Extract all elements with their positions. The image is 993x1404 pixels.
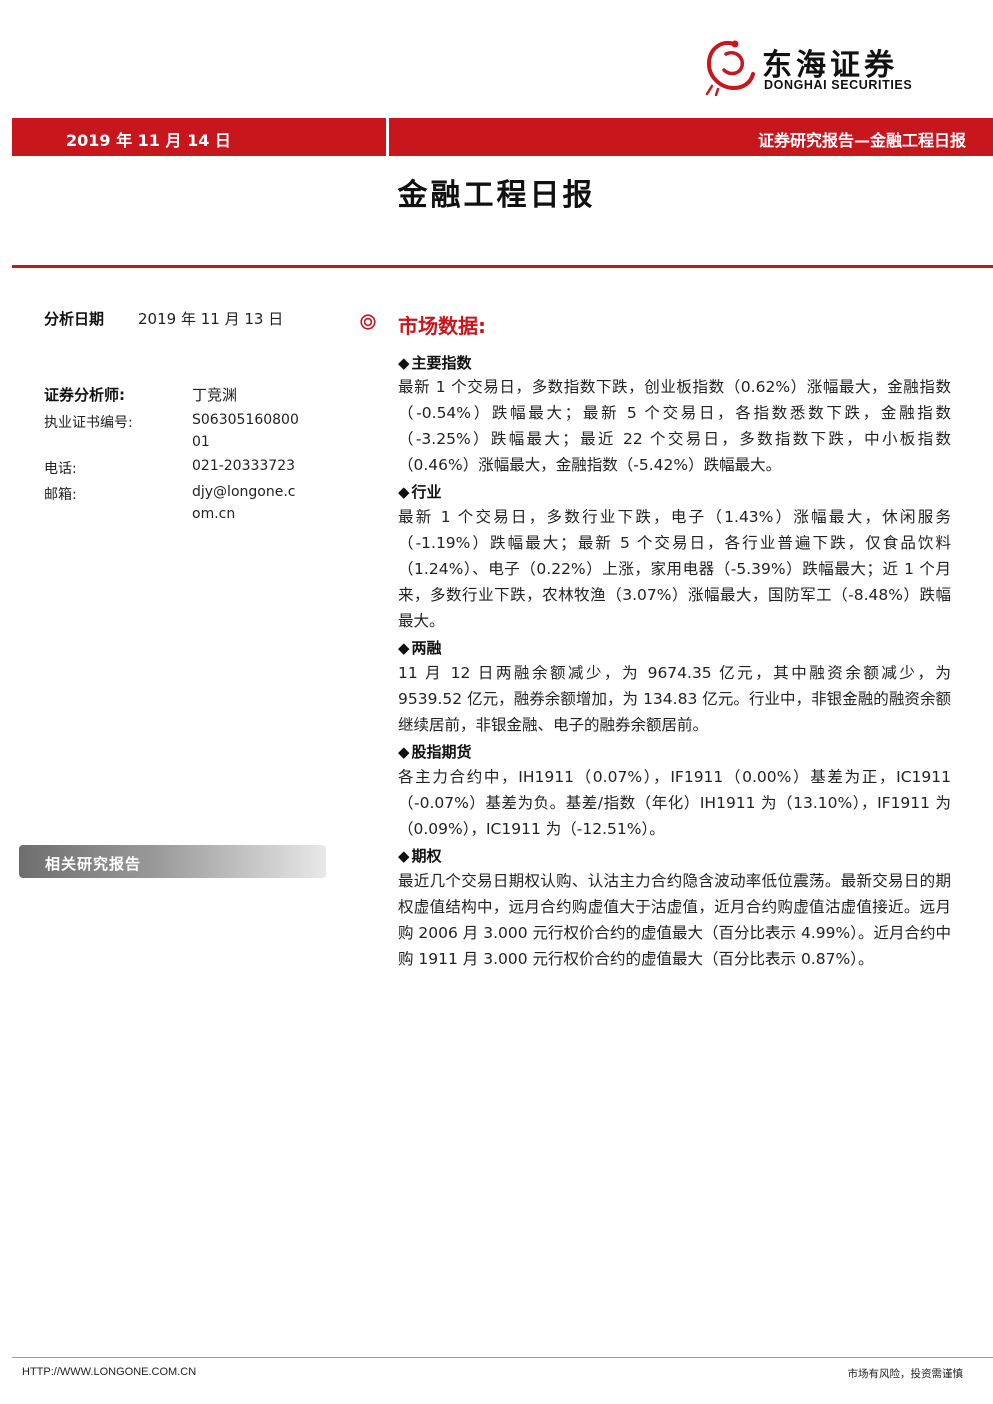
analyst-label: 证券分析师: (44, 386, 125, 404)
diamond-bullet-icon: ◆ (398, 483, 410, 501)
subsection-text: 最新 1 个交易日，多数指数下跌，创业板指数（0.62%）涨幅最大，金融指数（-… (398, 378, 951, 474)
subsection-title: 股指期货 (411, 743, 472, 761)
subsection-text: 最近几个交易日期权认购、认沽主力合约隐含波动率低位震荡。最新交易日的期权虚值结构… (398, 872, 951, 968)
phone-label: 电话: (44, 461, 77, 477)
subsection-text: 11 月 12 日两融余额减少，为 9674.35 亿元，其中融资余额减少，为 … (398, 664, 951, 734)
subsection-heading: ◆行业 (398, 481, 442, 502)
banner-type-block: 证券研究报告—金融工程日报 (386, 118, 993, 156)
subsection-heading: ◆股指期货 (398, 741, 472, 762)
logo-english-name: DONGHAI SECURITIES (764, 78, 913, 92)
license-number-line2: 01 (192, 434, 210, 450)
email-line1[interactable]: djy@longone.c (192, 484, 296, 500)
phone-value: 021-20333723 (192, 458, 296, 474)
analysis-date-value: 2019 年 11 月 13 日 (138, 310, 284, 328)
license-number-line1: S06305160800 (192, 412, 299, 428)
license-label: 执业证书编号: (44, 415, 133, 431)
subsection-title: 行业 (411, 483, 442, 501)
report-date: 2019 年 11 月 14 日 (66, 131, 231, 150)
subsection-title: 期权 (411, 847, 442, 865)
diamond-bullet-icon: ◆ (398, 847, 410, 865)
email-label: 邮箱: (44, 487, 77, 503)
footer-risk-warning: 市场有风险，投资需谨慎 (847, 1368, 964, 1380)
subsection-title: 主要指数 (411, 354, 472, 372)
footer-website-link[interactable]: HTTP://WWW.LONGONE.COM.CN (22, 1366, 197, 1378)
subsection-heading: ◆期权 (398, 845, 442, 866)
subsection-heading: ◆主要指数 (398, 352, 472, 373)
footer-divider (12, 1357, 993, 1358)
header-banner: 2019 年 11 月 14 日 证券研究报告—金融工程日报 (12, 118, 993, 156)
analysis-date-label: 分析日期 (44, 310, 105, 328)
related-reports-label: 相关研究报告 (45, 855, 142, 873)
email-line2[interactable]: om.cn (192, 506, 236, 522)
title-divider (12, 265, 993, 268)
subsection-title: 两融 (411, 639, 442, 657)
section-title: 市场数据: (398, 314, 486, 338)
analyst-name: 丁竞渊 (192, 386, 238, 404)
double-ring-icon (360, 314, 376, 330)
report-type: 证券研究报告—金融工程日报 (757, 131, 966, 150)
dragon-logo-icon (705, 40, 755, 96)
subsection-text: 最新 1 个交易日，多数行业下跌，电子（1.43%）涨幅最大，休闲服务（-1.1… (398, 508, 951, 630)
page-title: 金融工程日报 (397, 178, 596, 213)
subsection-text: 各主力合约中，IH1911（0.07%），IF1911（0.00%）基差为正，I… (398, 768, 951, 838)
logo-chinese-name: 东海证券 (762, 48, 898, 83)
subsection-heading: ◆两融 (398, 637, 442, 658)
diamond-bullet-icon: ◆ (398, 354, 410, 372)
related-reports-header: 相关研究报告 (19, 845, 326, 878)
diamond-bullet-icon: ◆ (398, 639, 410, 657)
company-logo: 东海证券 DONGHAI SECURITIES (704, 38, 964, 100)
banner-date-block: 2019 年 11 月 14 日 (12, 118, 386, 156)
diamond-bullet-icon: ◆ (398, 743, 410, 761)
